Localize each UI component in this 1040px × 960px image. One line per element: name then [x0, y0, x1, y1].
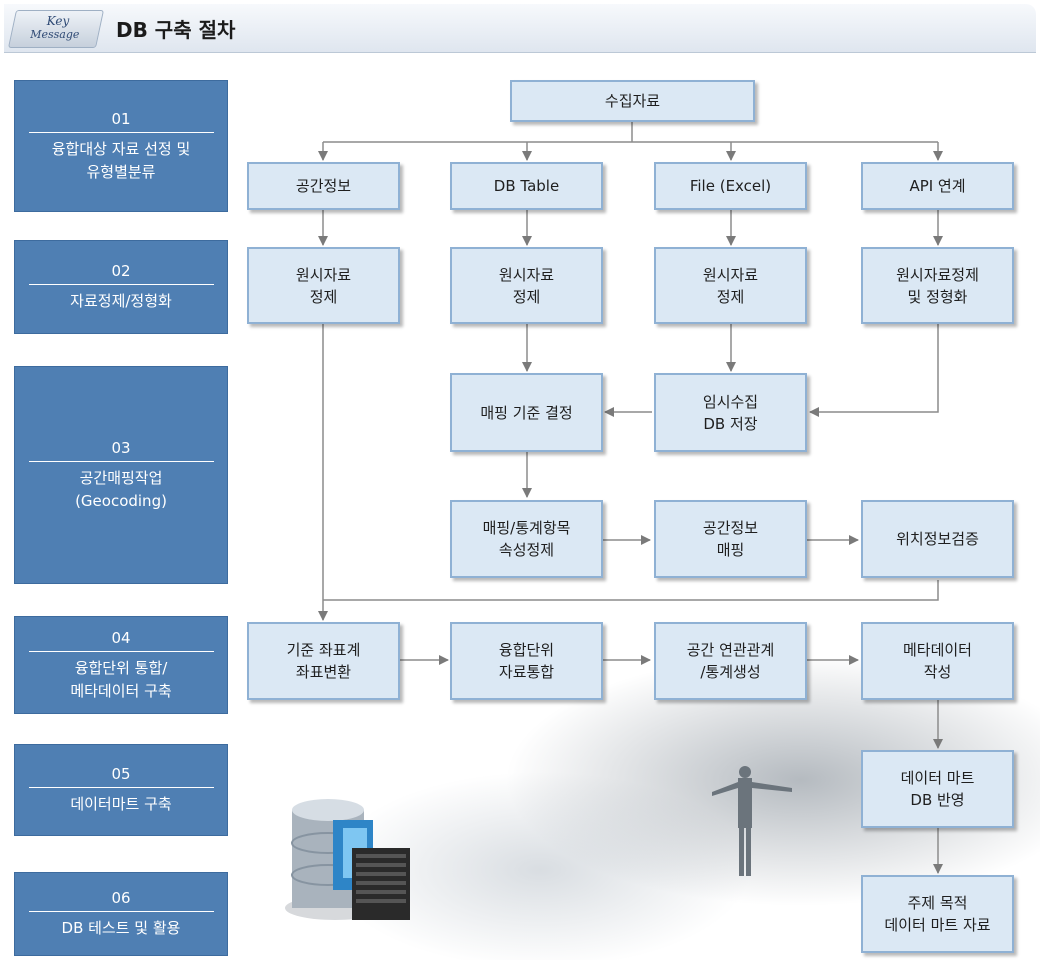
step-label: 융합단위 통합/ 메타데이터 구축: [70, 658, 172, 700]
person-silhouette: [712, 766, 792, 876]
step-label: 공간매핑작업 (Geocoding): [75, 468, 167, 510]
node-unit-integrate: 융합단위 자료통합: [450, 622, 603, 700]
step-number: 04: [111, 628, 131, 647]
step-label: DB 테스트 및 활용: [61, 919, 181, 937]
node-coord-transform: 기준 좌표계 좌표변환: [247, 622, 400, 700]
node-raw-clean-api: 원시자료정제 및 정형화: [861, 247, 1014, 324]
page-title: DB 구축 절차: [116, 18, 236, 42]
step-label: 데이터마트 구축: [70, 795, 172, 813]
node-spatial-mapping: 공간정보 매핑: [654, 500, 807, 578]
node-raw-clean-file: 원시자료 정제: [654, 247, 807, 324]
step-06: 06 DB 테스트 및 활용: [14, 872, 228, 956]
node-raw-clean-db: 원시자료 정제: [450, 247, 603, 324]
step-divider: [28, 650, 214, 652]
arrow-api-temp: [809, 324, 939, 417]
step-01: 01 융합대상 자료 선정 및 유형별분류: [14, 80, 228, 212]
step-divider: [28, 911, 214, 912]
step-04: 04 융합단위 통합/ 메타데이터 구축: [14, 616, 228, 714]
step-03: 03 공간매핑작업 (Geocoding): [14, 366, 228, 584]
node-mart-reflect: 데이터 마트 DB 반영: [861, 750, 1014, 828]
step-divider: [28, 284, 214, 285]
step-number: 03: [111, 438, 131, 457]
node-theme-mart: 주제 목적 데이터 마트 자료: [861, 875, 1014, 953]
step-label: 융합대상 자료 선정 및 유형별분류: [51, 139, 191, 181]
step-05: 05 데이터마트 구축: [14, 744, 228, 836]
node-db-table: DB Table: [450, 162, 603, 210]
node-source-data: 수집자료: [510, 80, 755, 122]
node-temp-db-store: 임시수집 DB 저장: [654, 373, 807, 452]
node-mapping-criteria: 매핑 기준 결정: [450, 373, 603, 452]
node-api-link: API 연계: [861, 162, 1014, 210]
database-server-illustration: [285, 799, 410, 920]
node-file-excel: File (Excel): [654, 162, 807, 210]
step-divider: [28, 131, 214, 133]
node-spatial-info: 공간정보: [247, 162, 400, 210]
connector-verify-return: [323, 580, 939, 601]
step-divider: [28, 787, 214, 788]
node-relation-stats: 공간 연관관계 /통계생성: [654, 622, 807, 700]
node-location-verify: 위치정보검증: [861, 500, 1014, 578]
node-metadata: 메타데이터 작성: [861, 622, 1014, 700]
step-number: 02: [111, 262, 131, 280]
step-divider: [28, 460, 214, 462]
step-02: 02 자료정제/정형화: [14, 240, 228, 334]
header-bar: Key Message DB 구축 절차: [4, 4, 1036, 53]
step-label: 자료정제/정형화: [70, 292, 172, 310]
node-raw-clean-spatial: 원시자료 정제: [247, 247, 400, 324]
step-number: 06: [111, 889, 131, 907]
step-number: 01: [111, 109, 131, 128]
step-number: 05: [111, 765, 131, 783]
node-attribute-clean: 매핑/통계항목 속성정제: [450, 500, 603, 578]
